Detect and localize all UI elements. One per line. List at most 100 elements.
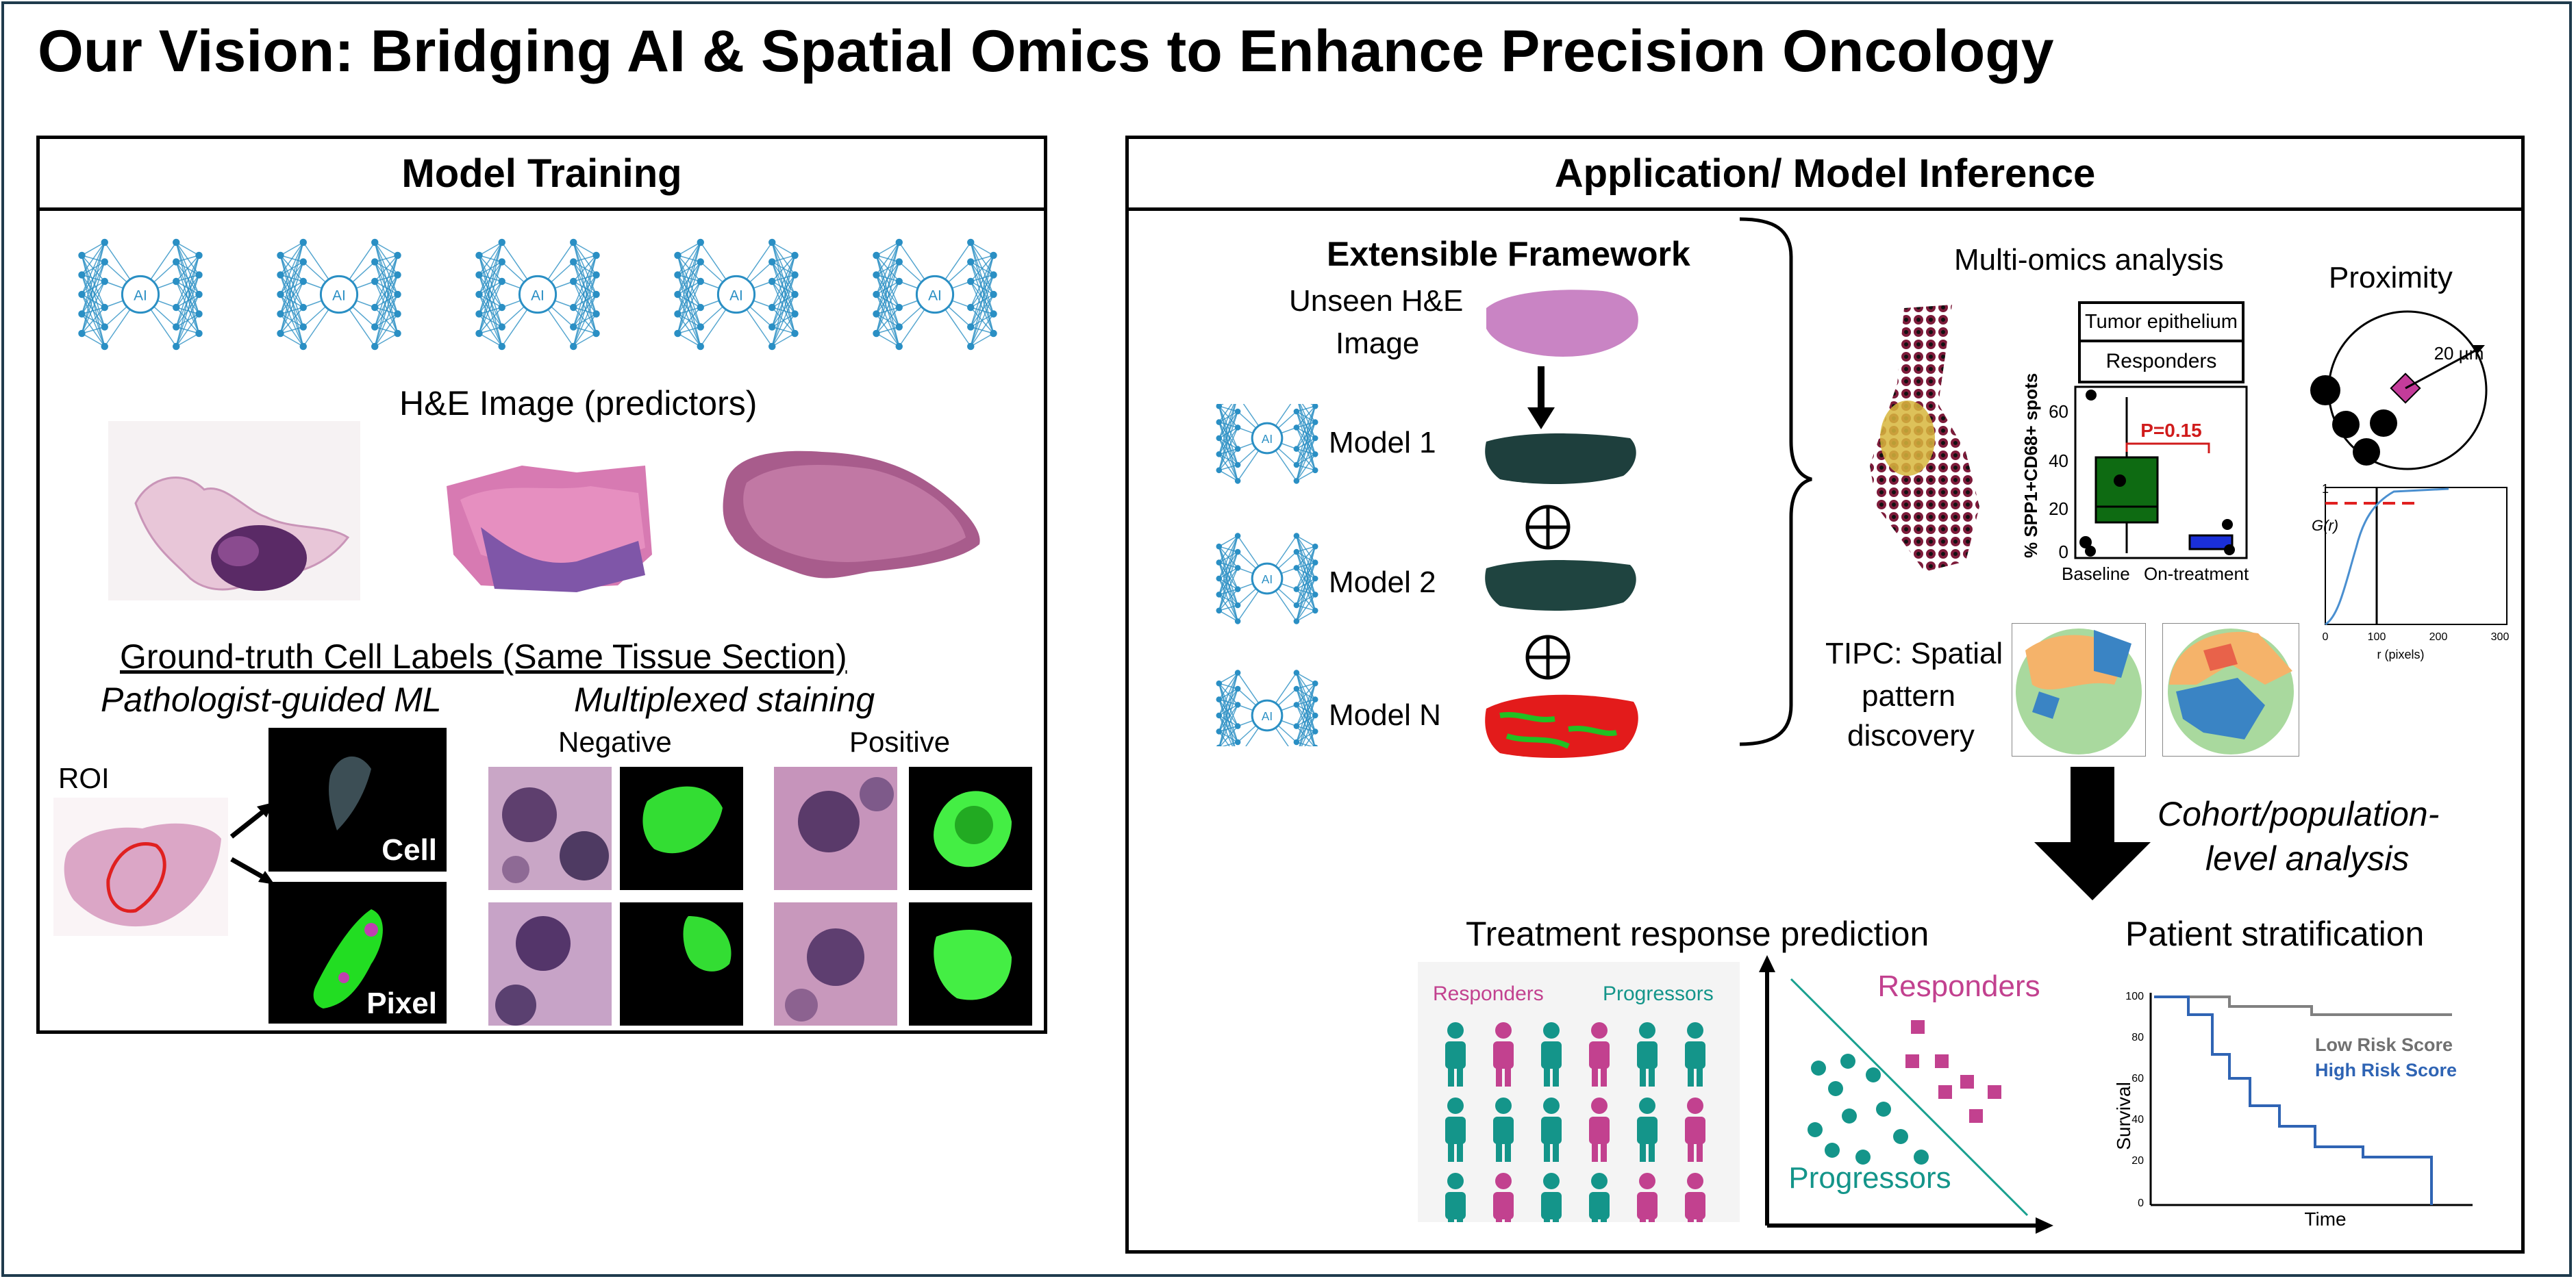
progressor-point <box>1876 1102 1891 1117</box>
cell-label-image: Cell <box>268 728 447 872</box>
km-ylabel: Survival <box>2116 1082 2134 1150</box>
pixel-label-image: Pixel <box>268 882 447 1024</box>
svg-text:0: 0 <box>2323 631 2329 643</box>
progressor-point <box>1842 1108 1857 1124</box>
progressor-point <box>1840 1054 1855 1069</box>
boxplot-yticks: 60 40 20 0 <box>2049 401 2068 562</box>
tipc-map-1 <box>2012 623 2146 757</box>
km-plot: 100 80 60 40 20 0 Survival Low Risk Scor… <box>2116 991 2473 1230</box>
unseen-label-2: Image <box>1336 327 1420 360</box>
network-icons: AI AI AI AI AI <box>78 238 997 351</box>
ai-label: AI <box>134 288 147 304</box>
ai-label: AI <box>1262 709 1273 723</box>
neural-network-icon: AI <box>277 238 401 351</box>
person-icon <box>1589 1022 1610 1087</box>
boxplot-yaxis-label: % SPP1+CD68+ spots <box>2021 372 2041 558</box>
person-icon <box>1493 1173 1514 1237</box>
responder-point <box>1911 1020 1925 1034</box>
svg-text:80: 80 <box>2131 1032 2144 1043</box>
plus-icon-1 <box>1525 505 1571 550</box>
proximity-diagram: 20 µm <box>2310 310 2488 470</box>
responder-point <box>1969 1109 1983 1123</box>
ai-label: AI <box>531 288 545 304</box>
stratification-label: Patient stratification <box>2125 915 2425 953</box>
model1-output <box>1485 433 1636 484</box>
progressor-point <box>1855 1150 1871 1165</box>
unseen-he-image <box>1486 290 1638 357</box>
positive-label: Positive <box>849 726 951 758</box>
response-scatter: Responders Progressors <box>1759 955 2053 1234</box>
network-row: AI AI AI AI AI <box>68 229 1027 363</box>
person-icon <box>1637 1173 1658 1237</box>
scatter-responders: Responders <box>1877 969 2040 1003</box>
high-risk-label: High Risk Score <box>2315 1060 2457 1080</box>
neural-network-icon: AI <box>1216 670 1318 746</box>
person-icon <box>1541 1173 1562 1237</box>
cohort-label-1: Cohort/population- <box>2158 795 2440 833</box>
he-image-label: H&E Image (predictors) <box>399 384 758 422</box>
svg-text:300: 300 <box>2491 631 2510 643</box>
person-icon <box>1493 1098 1514 1162</box>
roi-tissue <box>53 798 228 936</box>
ai-label: AI <box>1262 432 1273 446</box>
g-function-plot: G(r) 1 0 100 200 300 r (pixels) <box>2312 482 2510 661</box>
progressor-point <box>1825 1143 1840 1158</box>
svg-text:20: 20 <box>2049 498 2068 519</box>
model2-output <box>1485 560 1636 611</box>
model-training-panel: Model Training <box>36 136 1047 1034</box>
brace <box>1739 217 1812 746</box>
svg-text:40: 40 <box>2131 1114 2144 1126</box>
cohort-label-2: level analysis <box>2205 839 2410 878</box>
person-icon <box>1685 1098 1705 1162</box>
progressor-point <box>1893 1129 1908 1144</box>
legend-responders: Responders <box>1433 982 1544 1005</box>
tipc-label-3: discovery <box>1847 719 1975 752</box>
he-tissue-1 <box>108 421 360 600</box>
responder-point <box>1988 1085 2001 1099</box>
stain-positive-he-2 <box>774 902 897 1026</box>
progressor-point <box>1866 1067 1881 1082</box>
svg-text:r (pixels): r (pixels) <box>2377 648 2424 661</box>
tipc-label-1: TIPC: Spatial <box>1825 637 2003 670</box>
neural-network-icon: AI <box>475 238 600 351</box>
tipc-map-2 <box>2162 623 2299 757</box>
km-xlabel: Time <box>2304 1208 2346 1230</box>
person-icon <box>1589 1173 1610 1237</box>
person-icon <box>1541 1022 1562 1087</box>
neural-network-icon: AI <box>674 238 799 351</box>
responder-point <box>1935 1054 1949 1068</box>
progressor-point <box>1811 1061 1826 1076</box>
pathologist-label: Pathologist-guided ML <box>101 681 442 719</box>
pixel-label: Pixel <box>366 987 437 1020</box>
responder-point <box>1905 1054 1919 1068</box>
proximity-label: Proximity <box>2329 261 2453 294</box>
person-icon <box>1589 1098 1610 1162</box>
pvalue: P=0.15 <box>2140 420 2202 441</box>
model-network-icons: AI AI AI <box>1216 404 1318 746</box>
person-icon <box>1445 1173 1466 1237</box>
ai-label: AI <box>928 288 942 304</box>
progressor-point <box>1808 1122 1823 1137</box>
stain-negative-if-2 <box>620 902 743 1026</box>
responder-point <box>1960 1075 1974 1089</box>
person-icon <box>1685 1022 1705 1087</box>
multiplexed-label: Multiplexed staining <box>574 681 875 719</box>
cohort-arrow <box>2034 767 2151 900</box>
neural-network-icon: AI <box>1216 533 1318 624</box>
neural-network-icon: AI <box>78 238 203 351</box>
boxplot: 60 40 20 0 P=0.15 <box>2049 385 2248 562</box>
person-icon <box>1541 1098 1562 1162</box>
neural-network-icon: AI <box>873 238 997 351</box>
person-icon <box>1493 1022 1514 1087</box>
he-tissue-3 <box>712 442 986 589</box>
xcat-ontreatment: On-treatment <box>2144 563 2249 584</box>
model2-label: Model 2 <box>1329 566 1436 599</box>
unseen-label-1: Unseen H&E <box>1289 284 1464 318</box>
model-training-header: Model Training <box>40 139 1044 211</box>
down-arrow <box>1527 366 1555 429</box>
inference-panel: Application/ Model Inference <box>1125 136 2525 1254</box>
svg-text:0: 0 <box>2138 1197 2144 1209</box>
treatment-label: Treatment response prediction <box>1466 915 1929 953</box>
ai-label: AI <box>1262 572 1273 586</box>
